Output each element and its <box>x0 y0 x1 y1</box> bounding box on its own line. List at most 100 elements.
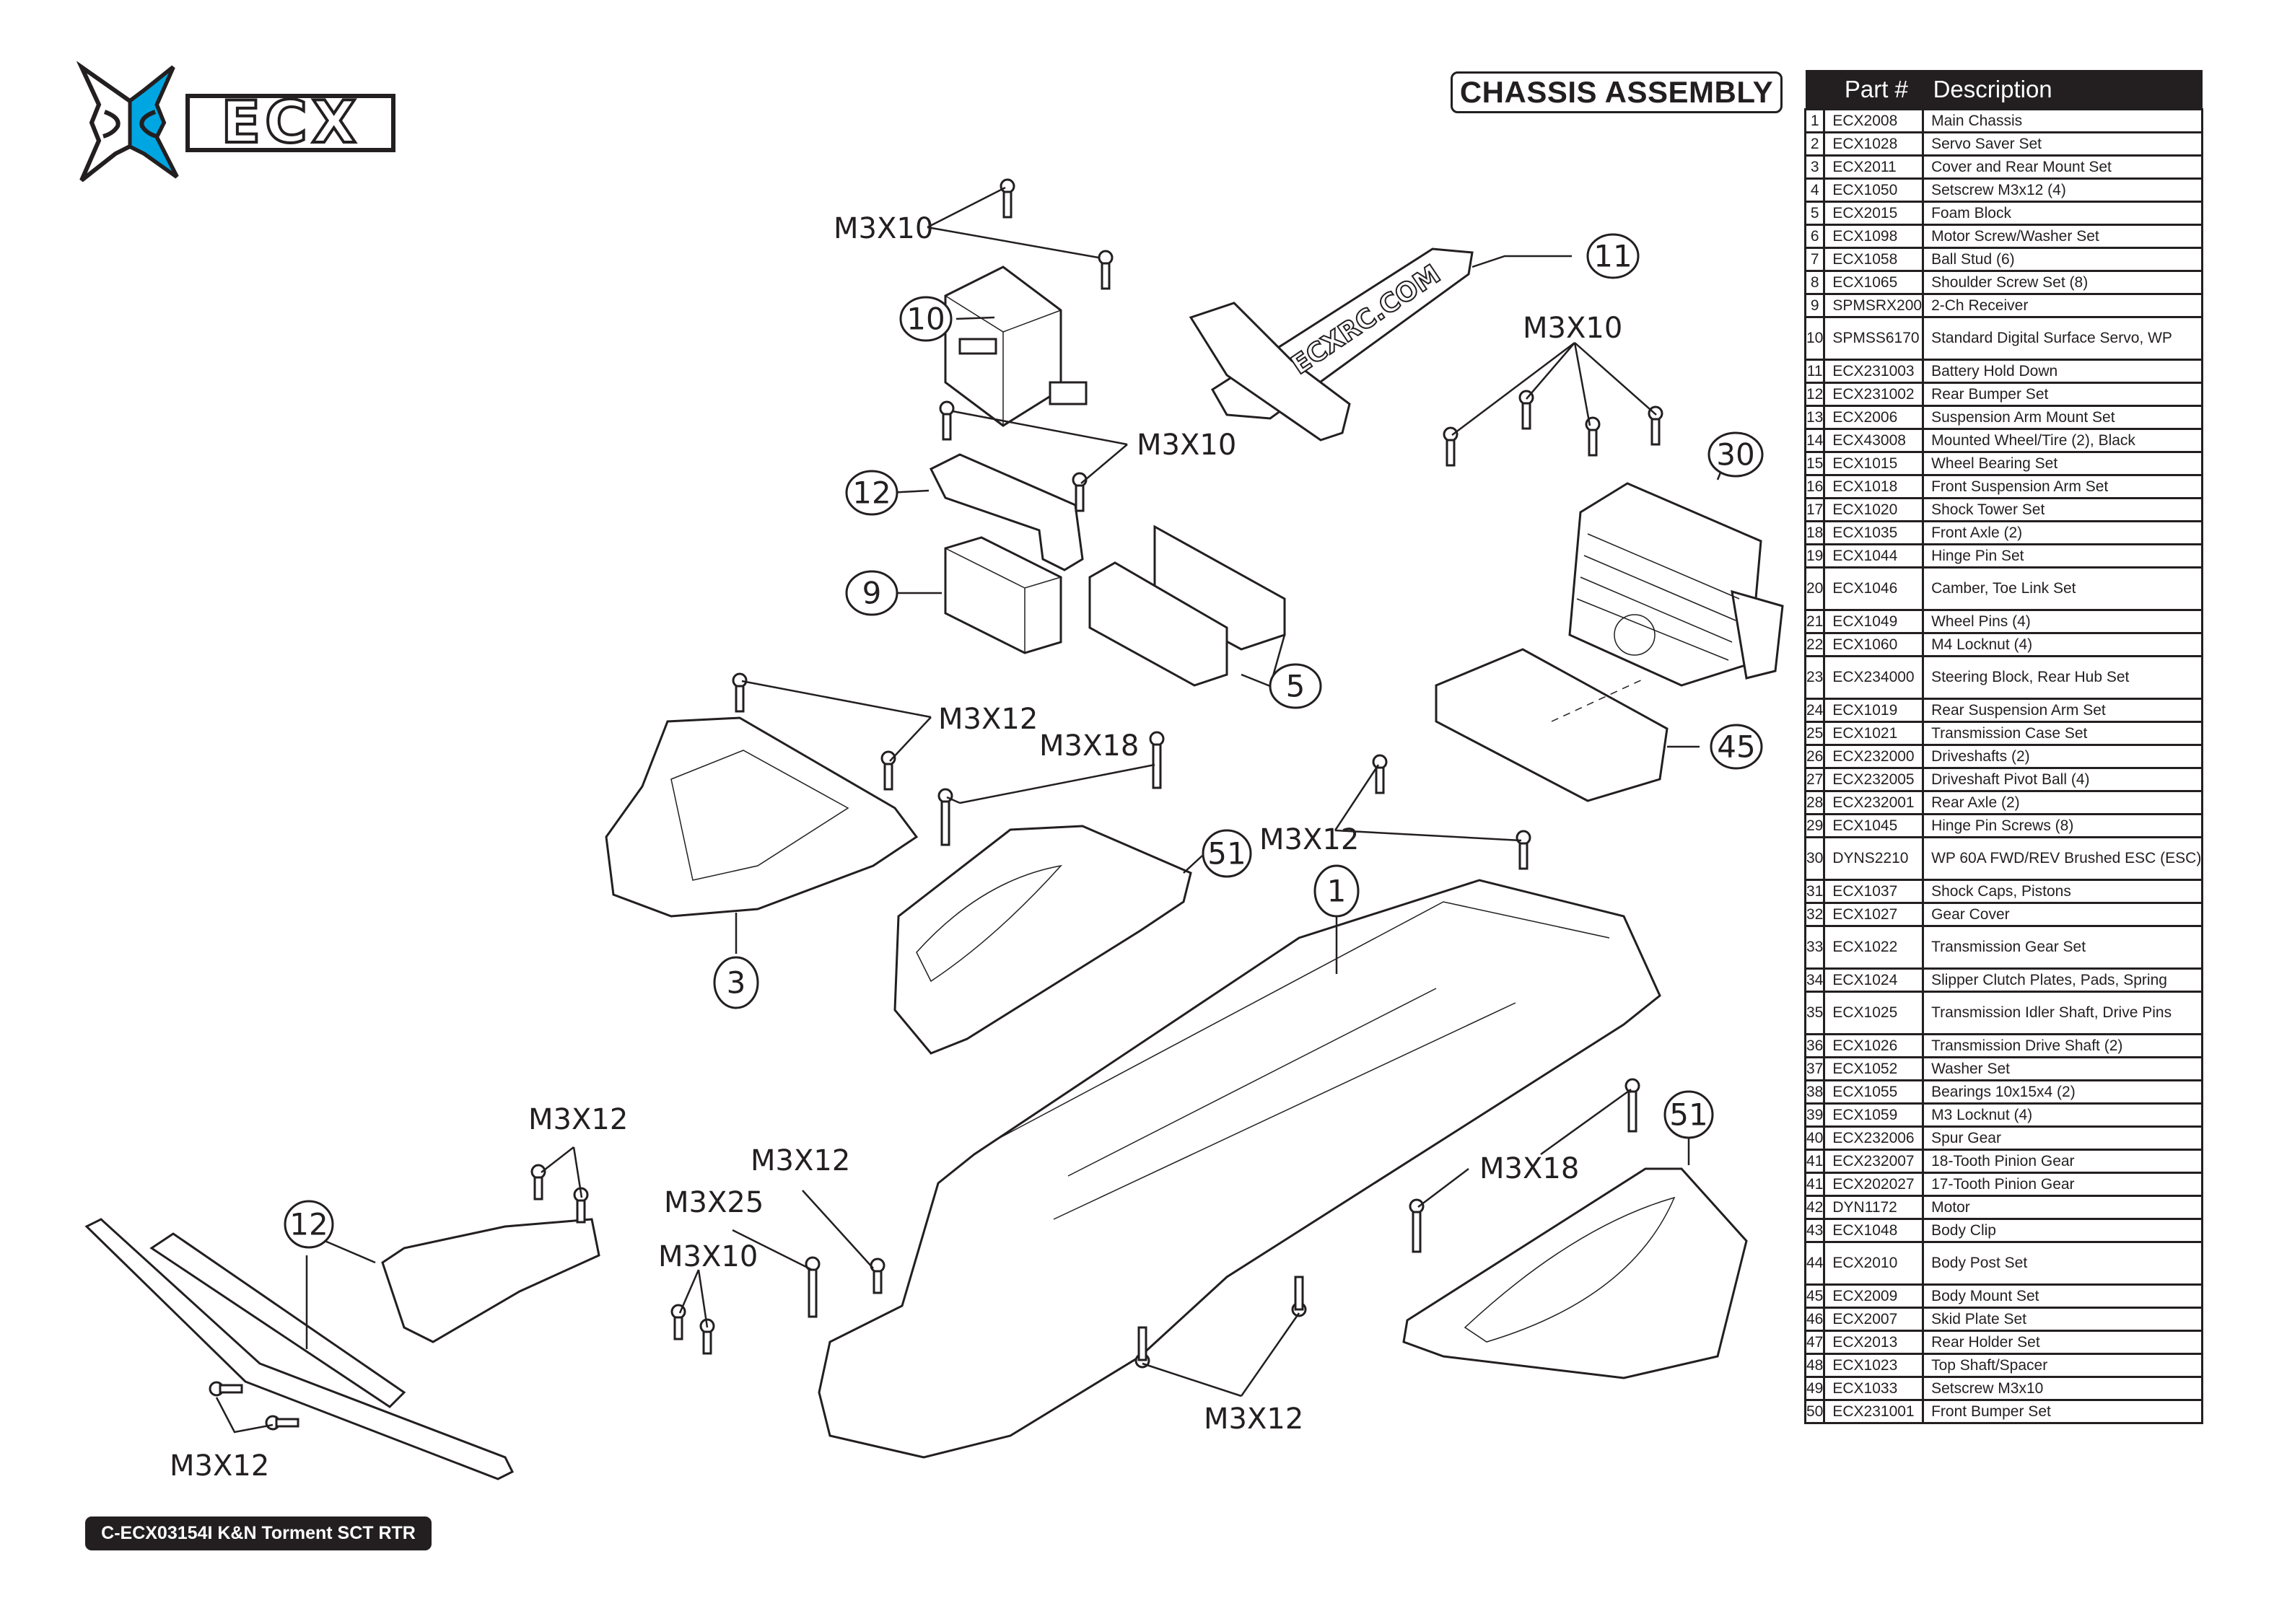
row-index: 8 <box>1803 270 1826 295</box>
rear-holder-part <box>893 825 1192 1055</box>
screw-label: M3X18 <box>1039 729 1139 763</box>
servo-part <box>944 265 1088 427</box>
row-index: 47 <box>1803 1330 1826 1355</box>
screw-icon <box>1518 390 1534 430</box>
row-index: 20 <box>1803 566 1826 611</box>
part-number: ECX2015 <box>1823 201 1925 226</box>
leader-lines <box>215 186 1733 1434</box>
part-number: ECX1058 <box>1823 247 1925 272</box>
callout-30: 30 <box>1707 431 1764 478</box>
part-description: Cover and Rear Mount Set <box>1922 154 2204 180</box>
part-description: Top Shaft/Spacer <box>1922 1353 2204 1378</box>
svg-text:1: 1 <box>1327 874 1347 909</box>
part-description: Body Post Set <box>1922 1241 2204 1286</box>
svg-text:11: 11 <box>1593 239 1632 274</box>
row-index: 45 <box>1803 1283 1826 1309</box>
part-description: Ball Stud (6) <box>1922 247 2204 272</box>
screw-icon <box>1098 250 1114 290</box>
screw-icon <box>209 1381 243 1397</box>
screw-label: M3X10 <box>1137 429 1236 462</box>
row-index: 11 <box>1803 359 1826 384</box>
cover-part <box>605 716 919 918</box>
row-index: 29 <box>1803 813 1826 838</box>
part-number: ECX1055 <box>1823 1079 1925 1105</box>
part-number: ECX1028 <box>1823 131 1925 157</box>
screw-icon <box>265 1415 299 1431</box>
part-number: ECX1059 <box>1823 1102 1925 1128</box>
row-index: 46 <box>1803 1307 1826 1332</box>
part-number: ECX1060 <box>1823 632 1925 657</box>
part-description: Shoulder Screw Set (8) <box>1922 270 2204 295</box>
part-number: ECX1019 <box>1823 698 1925 723</box>
row-index: 34 <box>1803 967 1826 993</box>
part-number: ECX1035 <box>1823 520 1925 545</box>
screw-label: M3X12 <box>1204 1403 1303 1436</box>
svg-text:5: 5 <box>1286 669 1306 704</box>
part-description: Driveshafts (2) <box>1922 744 2204 769</box>
row-index: 16 <box>1803 474 1826 499</box>
column-header-index <box>1805 70 1824 110</box>
part-description: Slipper Clutch Plates, Pads, Spring <box>1922 967 2204 993</box>
part-number: ECX43008 <box>1823 428 1925 453</box>
row-index: 2 <box>1803 131 1826 157</box>
part-number: ECX1046 <box>1823 566 1925 611</box>
brand-accent <box>128 66 179 179</box>
part-description: Hinge Pin Screws (8) <box>1922 813 2204 838</box>
callout-11: 11 <box>1586 233 1640 279</box>
screw-icon <box>1624 1078 1640 1133</box>
screw-icon <box>1443 426 1459 467</box>
screw-icon <box>1516 830 1531 870</box>
row-index: 7 <box>1803 247 1826 272</box>
receiver-part <box>944 536 1062 654</box>
row-index: 1 <box>1803 108 1826 133</box>
part-description: Rear Holder Set <box>1922 1330 2204 1355</box>
part-number: ECX1033 <box>1823 1376 1925 1401</box>
part-description: Foam Block <box>1922 201 2204 226</box>
part-description: Transmission Idler Shaft, Drive Pins <box>1922 991 2204 1035</box>
part-description: Transmission Drive Shaft (2) <box>1922 1033 2204 1058</box>
screw-icon <box>939 400 955 441</box>
part-number: ECX231003 <box>1823 359 1925 384</box>
part-number: ECX1015 <box>1823 451 1925 476</box>
part-description: Setscrew M3x12 (4) <box>1922 177 2204 203</box>
part-description: Rear Bumper Set <box>1922 382 2204 407</box>
row-index: 33 <box>1803 925 1826 970</box>
svg-text:51: 51 <box>1669 1097 1707 1133</box>
part-number: ECX231002 <box>1823 382 1925 407</box>
esc-part <box>1568 482 1784 687</box>
screw-icon <box>880 750 896 791</box>
part-description: Battery Hold Down <box>1922 359 2204 384</box>
part-number: ECX1048 <box>1823 1218 1925 1243</box>
row-index: 4 <box>1803 177 1826 203</box>
part-description: Rear Axle (2) <box>1922 790 2204 815</box>
part-description: Servo Saver Set <box>1922 131 2204 157</box>
part-description: Mounted Wheel/Tire (2), Black <box>1922 428 2204 453</box>
part-description: Transmission Gear Set <box>1922 925 2204 970</box>
svg-text:3: 3 <box>727 965 746 1001</box>
row-index: 42 <box>1803 1195 1826 1220</box>
part-description: 17-Tooth Pinion Gear <box>1922 1172 2204 1197</box>
part-number: ECX1022 <box>1823 925 1925 970</box>
part-number: ECX2008 <box>1823 108 1925 133</box>
part-description: Motor Screw/Washer Set <box>1922 224 2204 249</box>
svg-text:ECX: ECX <box>221 89 360 156</box>
part-number: ECX2007 <box>1823 1307 1925 1332</box>
part-description: 2-Ch Receiver <box>1922 293 2204 318</box>
part-number: ECX1021 <box>1823 721 1925 746</box>
callout-51-upper: 51 <box>1202 829 1252 878</box>
part-number: ECX1020 <box>1823 497 1925 522</box>
part-description: WP 60A FWD/REV Brushed ESC (ESC) <box>1922 836 2204 881</box>
